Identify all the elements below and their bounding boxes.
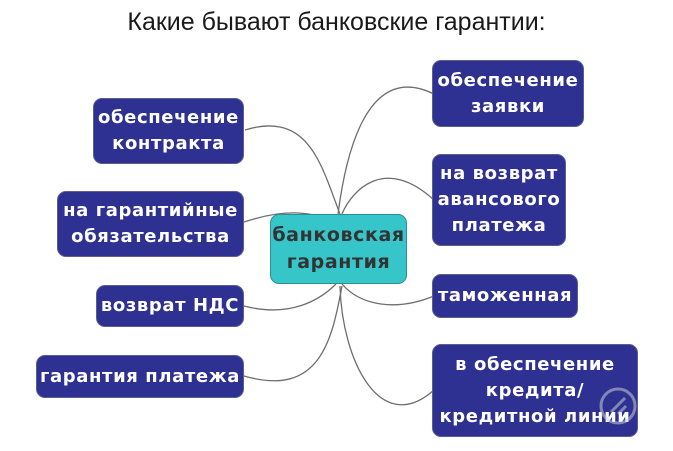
node-payment-label: гарантия платежа xyxy=(40,365,240,387)
logo-watermark-icon xyxy=(599,387,637,425)
node-vat-label: возврат НДС xyxy=(100,295,240,316)
node-contract-label: обеспечение контракта xyxy=(98,107,239,154)
link-vat xyxy=(243,283,337,311)
node-warranty-label: на гарантийные обязательства xyxy=(63,200,238,247)
diagram-title: Какие бывают банковские гарантии: xyxy=(127,8,546,36)
link-application xyxy=(337,86,435,215)
link-credit xyxy=(339,285,435,406)
link-payment xyxy=(243,285,343,382)
link-contract xyxy=(244,125,341,215)
node-application: обеспечение заявки xyxy=(432,60,584,127)
node-credit: в обеспечение кредита/ кредитной линии xyxy=(432,344,638,437)
link-advance xyxy=(341,177,435,215)
node-customs-label: таможенная xyxy=(437,285,573,306)
node-contract: обеспечение контракта xyxy=(93,98,244,164)
node-customs: таможенная xyxy=(432,274,578,318)
node-payment: гарантия платежа xyxy=(36,355,244,398)
link-customs xyxy=(341,283,435,306)
node-warranty: на гарантийные обязательства xyxy=(57,191,244,257)
node-advance-label: на возврат авансового платежа xyxy=(437,163,561,236)
node-vat: возврат НДС xyxy=(96,285,244,327)
center-node-label: банковская гарантия xyxy=(272,224,405,273)
node-advance: на возврат авансового платежа xyxy=(432,154,566,246)
center-node: банковская гарантия xyxy=(270,214,407,284)
node-application-label: обеспечение заявки xyxy=(437,69,579,117)
